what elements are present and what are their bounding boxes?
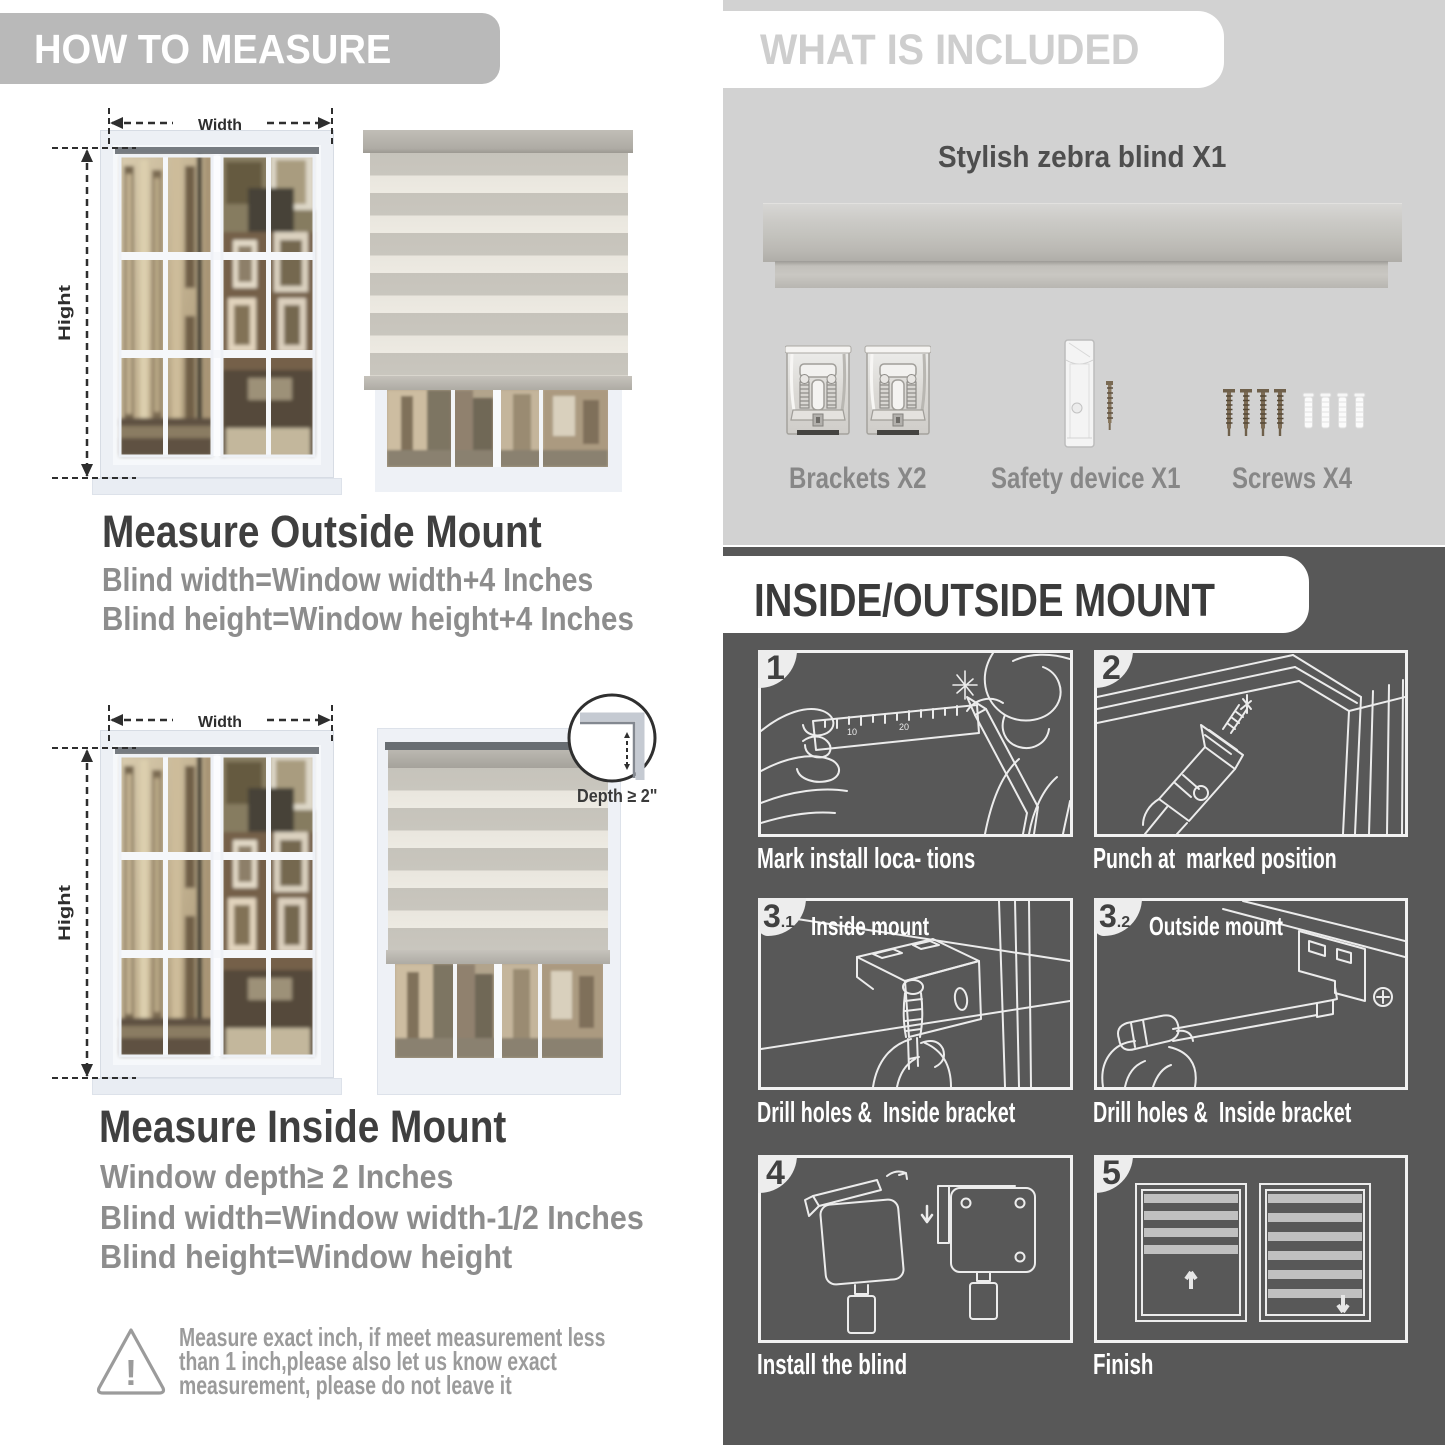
svg-text:Hight: Hight: [55, 885, 74, 941]
svg-text:Hight: Hight: [55, 285, 74, 341]
svg-text:!: !: [125, 1352, 137, 1393]
svg-text:Width: Width: [198, 117, 242, 134]
svg-text:Width: Width: [198, 714, 242, 731]
svg-text:10: 10: [847, 727, 857, 737]
svg-text:20: 20: [899, 722, 909, 732]
